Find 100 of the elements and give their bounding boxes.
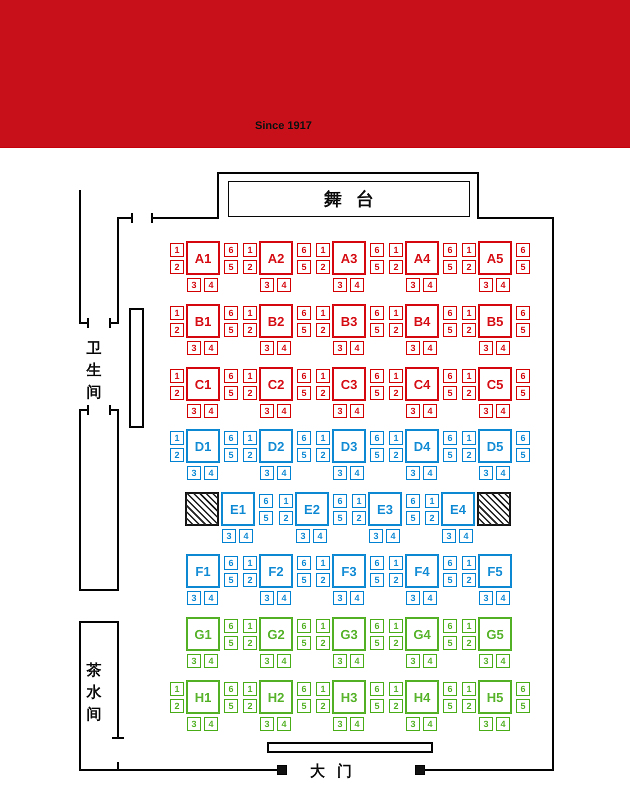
seat-box: 2 xyxy=(316,699,330,713)
seat-box: 6 xyxy=(370,243,384,257)
seat-box: 3 xyxy=(187,466,201,480)
seat-box: 5 xyxy=(406,511,420,525)
seat-box: 4 xyxy=(496,591,510,605)
seat-box: 3 xyxy=(187,654,201,668)
seat-box: 1 xyxy=(389,369,403,383)
seat-box: 6 xyxy=(443,243,457,257)
table-box: E1 xyxy=(221,492,255,526)
seat-box: 1 xyxy=(389,243,403,257)
seat-box: 4 xyxy=(350,404,364,418)
table-box: B2 xyxy=(259,304,293,338)
room-label: 卫生间 xyxy=(86,339,102,402)
seat-box: 6 xyxy=(297,369,311,383)
table-box: A2 xyxy=(259,241,293,275)
seat-box: 1 xyxy=(389,619,403,633)
seat-box: 4 xyxy=(350,466,364,480)
seat-box: 2 xyxy=(389,323,403,337)
seat-box: 5 xyxy=(224,573,238,587)
seat-box: 5 xyxy=(333,511,347,525)
seat-box: 2 xyxy=(243,260,257,274)
table-box: B1 xyxy=(186,304,220,338)
seat-box: 3 xyxy=(260,717,274,731)
seat-box: 5 xyxy=(224,386,238,400)
seat-box: 5 xyxy=(297,636,311,650)
seat-box: 3 xyxy=(222,529,236,543)
seat-box: 4 xyxy=(350,591,364,605)
seat-box: 4 xyxy=(350,717,364,731)
seat-box: 3 xyxy=(260,654,274,668)
seat-box: 4 xyxy=(423,466,437,480)
seat-box: 2 xyxy=(316,260,330,274)
seat-box: 3 xyxy=(260,591,274,605)
seat-box: 2 xyxy=(243,636,257,650)
seat-box: 6 xyxy=(516,243,530,257)
seat-box: 1 xyxy=(462,556,476,570)
seat-box: 5 xyxy=(370,386,384,400)
seat-box: 4 xyxy=(277,717,291,731)
seat-box: 5 xyxy=(224,448,238,462)
seat-box: 4 xyxy=(204,404,218,418)
seat-box: 5 xyxy=(516,448,530,462)
seat-box: 6 xyxy=(224,306,238,320)
seat-box: 4 xyxy=(204,717,218,731)
seat-box: 4 xyxy=(496,278,510,292)
seat-box: 6 xyxy=(516,682,530,696)
seat-box: 2 xyxy=(389,386,403,400)
seat-box: 1 xyxy=(243,306,257,320)
seat-box: 1 xyxy=(425,494,439,508)
table-box: H5 xyxy=(478,680,512,714)
table-box: B3 xyxy=(332,304,366,338)
seat-box: 3 xyxy=(333,466,347,480)
seat-box: 2 xyxy=(425,511,439,525)
seat-box: 5 xyxy=(370,573,384,587)
table-box: A5 xyxy=(478,241,512,275)
seat-box: 6 xyxy=(297,619,311,633)
table-box: F5 xyxy=(478,554,512,588)
seat-box: 6 xyxy=(516,431,530,445)
seat-box: 4 xyxy=(423,654,437,668)
seat-box: 1 xyxy=(316,243,330,257)
table-box: F2 xyxy=(259,554,293,588)
seat-box: 2 xyxy=(316,386,330,400)
seat-box: 5 xyxy=(443,386,457,400)
seat-box: 6 xyxy=(516,369,530,383)
table-box: G1 xyxy=(186,617,220,651)
seat-box: 2 xyxy=(170,448,184,462)
seat-box: 2 xyxy=(170,699,184,713)
seat-box: 1 xyxy=(389,306,403,320)
seat-box: 5 xyxy=(516,699,530,713)
seat-box: 2 xyxy=(462,260,476,274)
seat-box: 4 xyxy=(350,278,364,292)
seat-box: 6 xyxy=(406,494,420,508)
seat-box: 4 xyxy=(277,654,291,668)
seat-box: 3 xyxy=(333,341,347,355)
seat-box: 4 xyxy=(350,341,364,355)
seat-box: 1 xyxy=(316,682,330,696)
seat-box: 5 xyxy=(370,260,384,274)
seat-box: 1 xyxy=(243,682,257,696)
seat-box: 3 xyxy=(406,654,420,668)
table-box: D1 xyxy=(186,429,220,463)
seat-box: 5 xyxy=(370,699,384,713)
seat-box: 3 xyxy=(260,341,274,355)
table-box: B5 xyxy=(478,304,512,338)
seat-box: 4 xyxy=(277,404,291,418)
seat-box: 3 xyxy=(333,404,347,418)
seat-box: 2 xyxy=(243,386,257,400)
seat-box: 6 xyxy=(443,619,457,633)
seat-box: 3 xyxy=(406,717,420,731)
seat-box: 3 xyxy=(406,404,420,418)
table-box: C4 xyxy=(405,367,439,401)
seat-box: 2 xyxy=(170,386,184,400)
table-box: H2 xyxy=(259,680,293,714)
seat-box: 4 xyxy=(277,591,291,605)
seat-box: 1 xyxy=(462,431,476,445)
table-box: E2 xyxy=(295,492,329,526)
seat-box: 4 xyxy=(277,278,291,292)
seat-box: 2 xyxy=(462,636,476,650)
seat-box: 3 xyxy=(187,591,201,605)
seat-box: 6 xyxy=(259,494,273,508)
seat-box: 4 xyxy=(423,278,437,292)
seat-box: 3 xyxy=(187,717,201,731)
seat-box: 5 xyxy=(516,323,530,337)
